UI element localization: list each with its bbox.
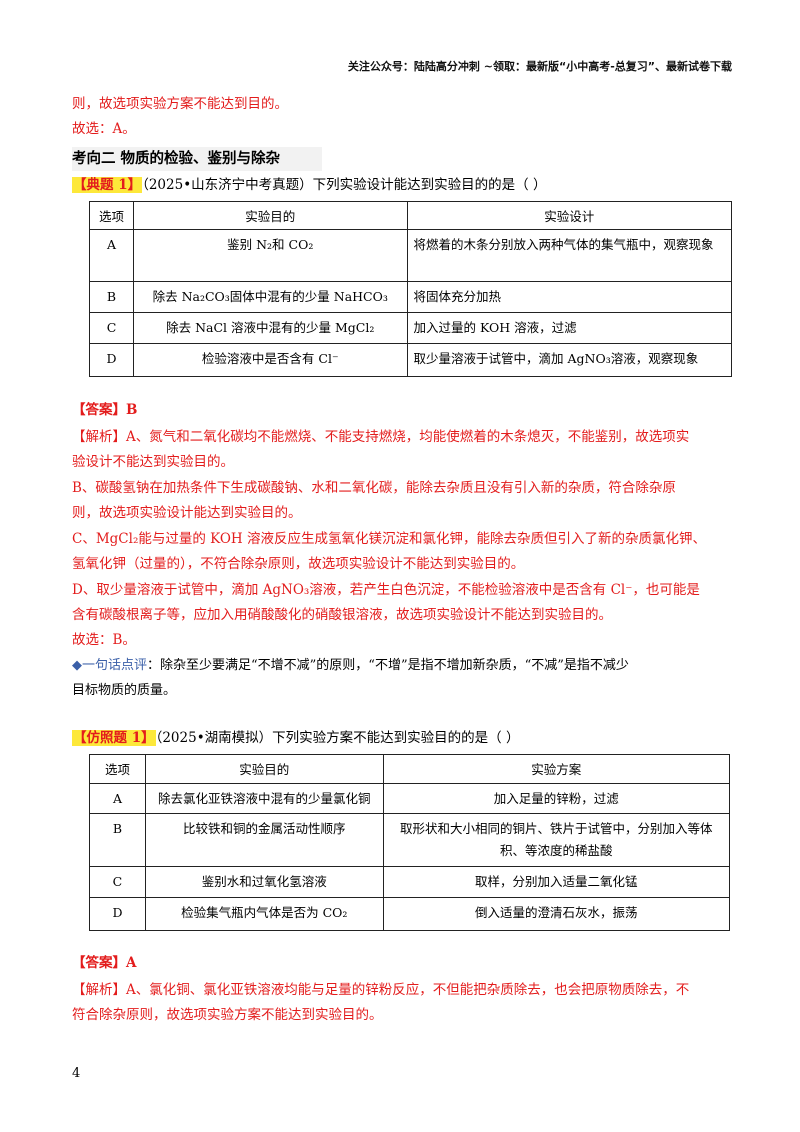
option-cell: D (89, 343, 134, 377)
goal-cell: 检验集气瓶内气体是否为 CO₂ (144, 897, 384, 931)
goal-cell: 鉴别 N₂和 CO₂ (132, 229, 408, 282)
example2-tag: 【仿照题 1】 (72, 730, 156, 746)
header-cell: 实验设计 (406, 201, 733, 230)
option-cell: A (89, 229, 134, 282)
design-cell: 将燃着的木条分别放入两种气体的集气瓶中，观察现象 (406, 229, 733, 282)
example1-table: 选项 实验目的 实验设计 A 鉴别 N₂和 CO₂ 将燃着的木条分别放入两种气体… (89, 201, 733, 377)
goal-cell: 除去 Na₂CO₃固体中混有的少量 NaHCO₃ (132, 281, 408, 313)
comment-text: ：除杂至少要满足“不增不减”的原则，“不增”是指不增加新杂质，“不减”是指不减少 (147, 658, 629, 673)
option-cell: C (89, 866, 146, 898)
option-cell: D (89, 897, 146, 931)
table-header-row: 选项 实验目的 实验设计 (89, 201, 733, 230)
table-row: A 鉴别 N₂和 CO₂ 将燃着的木条分别放入两种气体的集气瓶中，观察现象 (89, 229, 733, 282)
option-cell: C (89, 312, 134, 344)
option-cell: B (89, 813, 146, 867)
comment-text-cont: 目标物质的质量。 (72, 683, 177, 698)
section-title: 考向二 物质的检验、鉴别与除杂 (72, 147, 322, 171)
design-cell: 加入过量的 KOH 溶液，过滤 (406, 312, 733, 344)
table-row: B 除去 Na₂CO₃固体中混有的少量 NaHCO₃ 将固体充分加热 (89, 281, 733, 313)
design-cell: 取形状和大小相同的铜片、铁片于试管中，分别加入等体积、等浓度的稀盐酸 (382, 813, 731, 867)
table-row: D 检验集气瓶内气体是否为 CO₂ 倒入适量的澄清石灰水，振荡 (89, 897, 731, 931)
table-row: A 除去氯化亚铁溶液中混有的少量氯化铜 加入足量的锌粉，过滤 (89, 783, 731, 814)
prev-choice: 故选：A。 (72, 121, 136, 137)
analysis-line: 【解析】A、氮气和二氧化碳均不能燃烧、不能支持燃烧，均能使燃着的木条熄灭，不能鉴… (72, 429, 690, 445)
example2-question: （2025•湖南模拟）下列实验方案不能达到实验目的的是（ ） (155, 730, 520, 746)
goal-cell: 除去 NaCl 溶液中混有的少量 MgCl₂ (132, 312, 408, 344)
analysis-line: 则，故选项实验设计能达到实验目的。 (72, 505, 302, 521)
table-header-row: 选项 实验目的 实验方案 (89, 754, 731, 784)
table-row: B 比较铁和铜的金属活动性顺序 取形状和大小相同的铜片、铁片于试管中，分别加入等… (89, 813, 731, 867)
header-cell: 实验方案 (382, 754, 731, 784)
header-cell: 选项 (89, 201, 134, 230)
example2-answer: 【答案】A (72, 955, 137, 971)
example1-choice: 故选：B。 (72, 632, 136, 648)
example1-answer: 【答案】B (72, 402, 138, 418)
comment-line: ◆一句话点评：除杂至少要满足“不增不减”的原则，“不增”是指不增加新杂质，“不减… (72, 654, 629, 678)
header-cell: 选项 (89, 754, 146, 784)
analysis-line: C、MgCl₂能与过量的 KOH 溶液反应生成氢氧化镁沉淀和氯化钾，能除去杂质但… (72, 531, 706, 547)
analysis-line: 含有碳酸根离子等，应加入用硝酸酸化的硝酸银溶液，故选项实验设计不能达到实验目的。 (72, 607, 612, 623)
goal-cell: 除去氯化亚铁溶液中混有的少量氯化铜 (144, 783, 384, 814)
table-row: D 检验溶液中是否含有 Cl⁻ 取少量溶液于试管中，滴加 AgNO₃溶液，观察现… (89, 343, 733, 377)
design-cell: 取少量溶液于试管中，滴加 AgNO₃溶液，观察现象 (406, 343, 733, 377)
example1-tag: 【典题 1】 (72, 177, 143, 193)
header-cell: 实验目的 (144, 754, 384, 784)
header-cell: 实验目的 (132, 201, 408, 230)
design-cell: 将固体充分加热 (406, 281, 733, 313)
option-cell: B (89, 281, 134, 313)
analysis-line: 符合除杂原则，故选项实验方案不能达到实验目的。 (72, 1007, 383, 1023)
design-cell: 取样，分别加入适量二氧化锰 (382, 866, 731, 898)
design-cell: 倒入适量的澄清石灰水，振荡 (382, 897, 731, 931)
goal-cell: 检验溶液中是否含有 Cl⁻ (132, 343, 408, 377)
table-row: C 鉴别水和过氧化氢溶液 取样，分别加入适量二氧化锰 (89, 866, 731, 898)
design-cell: 加入足量的锌粉，过滤 (382, 783, 731, 814)
analysis-line: 氢氧化钾（过量的），不符合除杂原则，故选项实验设计不能达到实验目的。 (72, 556, 525, 572)
analysis-line: 【解析】A、氯化铜、氯化亚铁溶液均能与足量的锌粉反应，不但能把杂质除去，也会把原… (72, 982, 690, 998)
option-cell: A (89, 783, 146, 814)
analysis-line: B、碳酸氢钠在加热条件下生成碳酸钠、水和二氧化碳，能除去杂质且没有引入新的杂质，… (72, 480, 676, 496)
example2-question-line: 【仿照题 1】（2025•湖南模拟）下列实验方案不能达到实验目的的是（ ） (72, 726, 519, 750)
page-header: 关注公众号：陆陆高分冲刺 ~领取：最新版“小中高考-总复习”、最新试卷下载 (347, 60, 732, 73)
comment-label: ◆一句话点评 (72, 658, 147, 673)
page-number: 4 (72, 1066, 81, 1081)
analysis-line: D、取少量溶液于试管中，滴加 AgNO₃溶液，若产生白色沉淀，不能检验溶液中是否… (72, 582, 700, 598)
example1-question: （2025•山东济宁中考真题）下列实验设计能达到实验目的的是（ ） (142, 177, 547, 193)
table-row: C 除去 NaCl 溶液中混有的少量 MgCl₂ 加入过量的 KOH 溶液，过滤 (89, 312, 733, 344)
prev-analysis-tail: 则，故选项实验方案不能达到目的。 (72, 96, 288, 112)
goal-cell: 比较铁和铜的金属活动性顺序 (144, 813, 384, 867)
analysis-line: 验设计不能达到实验目的。 (72, 454, 234, 470)
example1-question-line: 【典题 1】（2025•山东济宁中考真题）下列实验设计能达到实验目的的是（ ） (72, 173, 546, 197)
goal-cell: 鉴别水和过氧化氢溶液 (144, 866, 384, 898)
example2-table: 选项 实验目的 实验方案 A 除去氯化亚铁溶液中混有的少量氯化铜 加入足量的锌粉… (89, 754, 731, 931)
